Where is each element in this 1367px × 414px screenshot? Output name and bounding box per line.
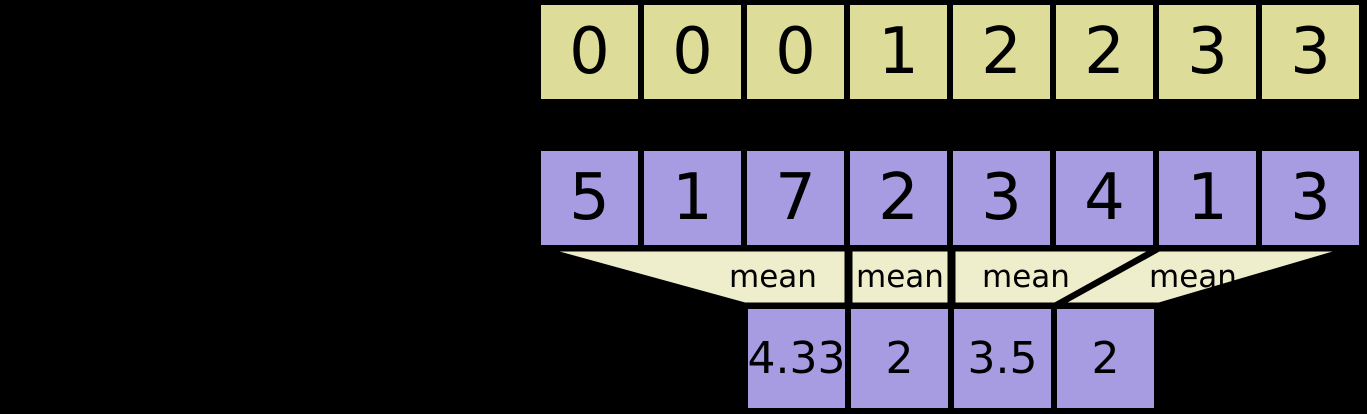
index-cell: 3 (1259, 2, 1362, 102)
index-cell: 0 (538, 2, 641, 102)
value-cell: 1 (641, 148, 744, 248)
result-cell: 3.5 (951, 306, 1054, 411)
index-cell: 0 (744, 2, 847, 102)
index-cell: 2 (950, 2, 1053, 102)
funnel-shapes (540, 246, 1351, 308)
index-cell: 1 (847, 2, 950, 102)
funnel-shape-1 (540, 246, 850, 308)
value-cell: 5 (538, 148, 641, 248)
funnel-label-mean: mean (982, 259, 1070, 295)
value-cell: 3 (1259, 148, 1362, 248)
result-cell: 2 (1054, 306, 1157, 411)
value-cell: 3 (950, 148, 1053, 248)
index-cell: 2 (1053, 2, 1156, 102)
value-cell: 4 (1053, 148, 1156, 248)
funnel-label-mean: mean (1149, 259, 1237, 295)
mean-funnel-band: mean mean mean mean (0, 246, 1367, 308)
funnel-label-mean: mean (729, 259, 817, 295)
index-cell: 0 (641, 2, 744, 102)
funnel-shape-4 (1048, 246, 1351, 308)
funnel-shape-2 (847, 246, 953, 308)
value-cell: 1 (1156, 148, 1259, 248)
value-cell: 7 (744, 148, 847, 248)
funnel-label-mean: mean (856, 259, 944, 295)
index-cell: 3 (1156, 2, 1259, 102)
result-cell: 4.33 (745, 306, 848, 411)
result-cell: 2 (848, 306, 951, 411)
value-cell: 2 (847, 148, 950, 248)
